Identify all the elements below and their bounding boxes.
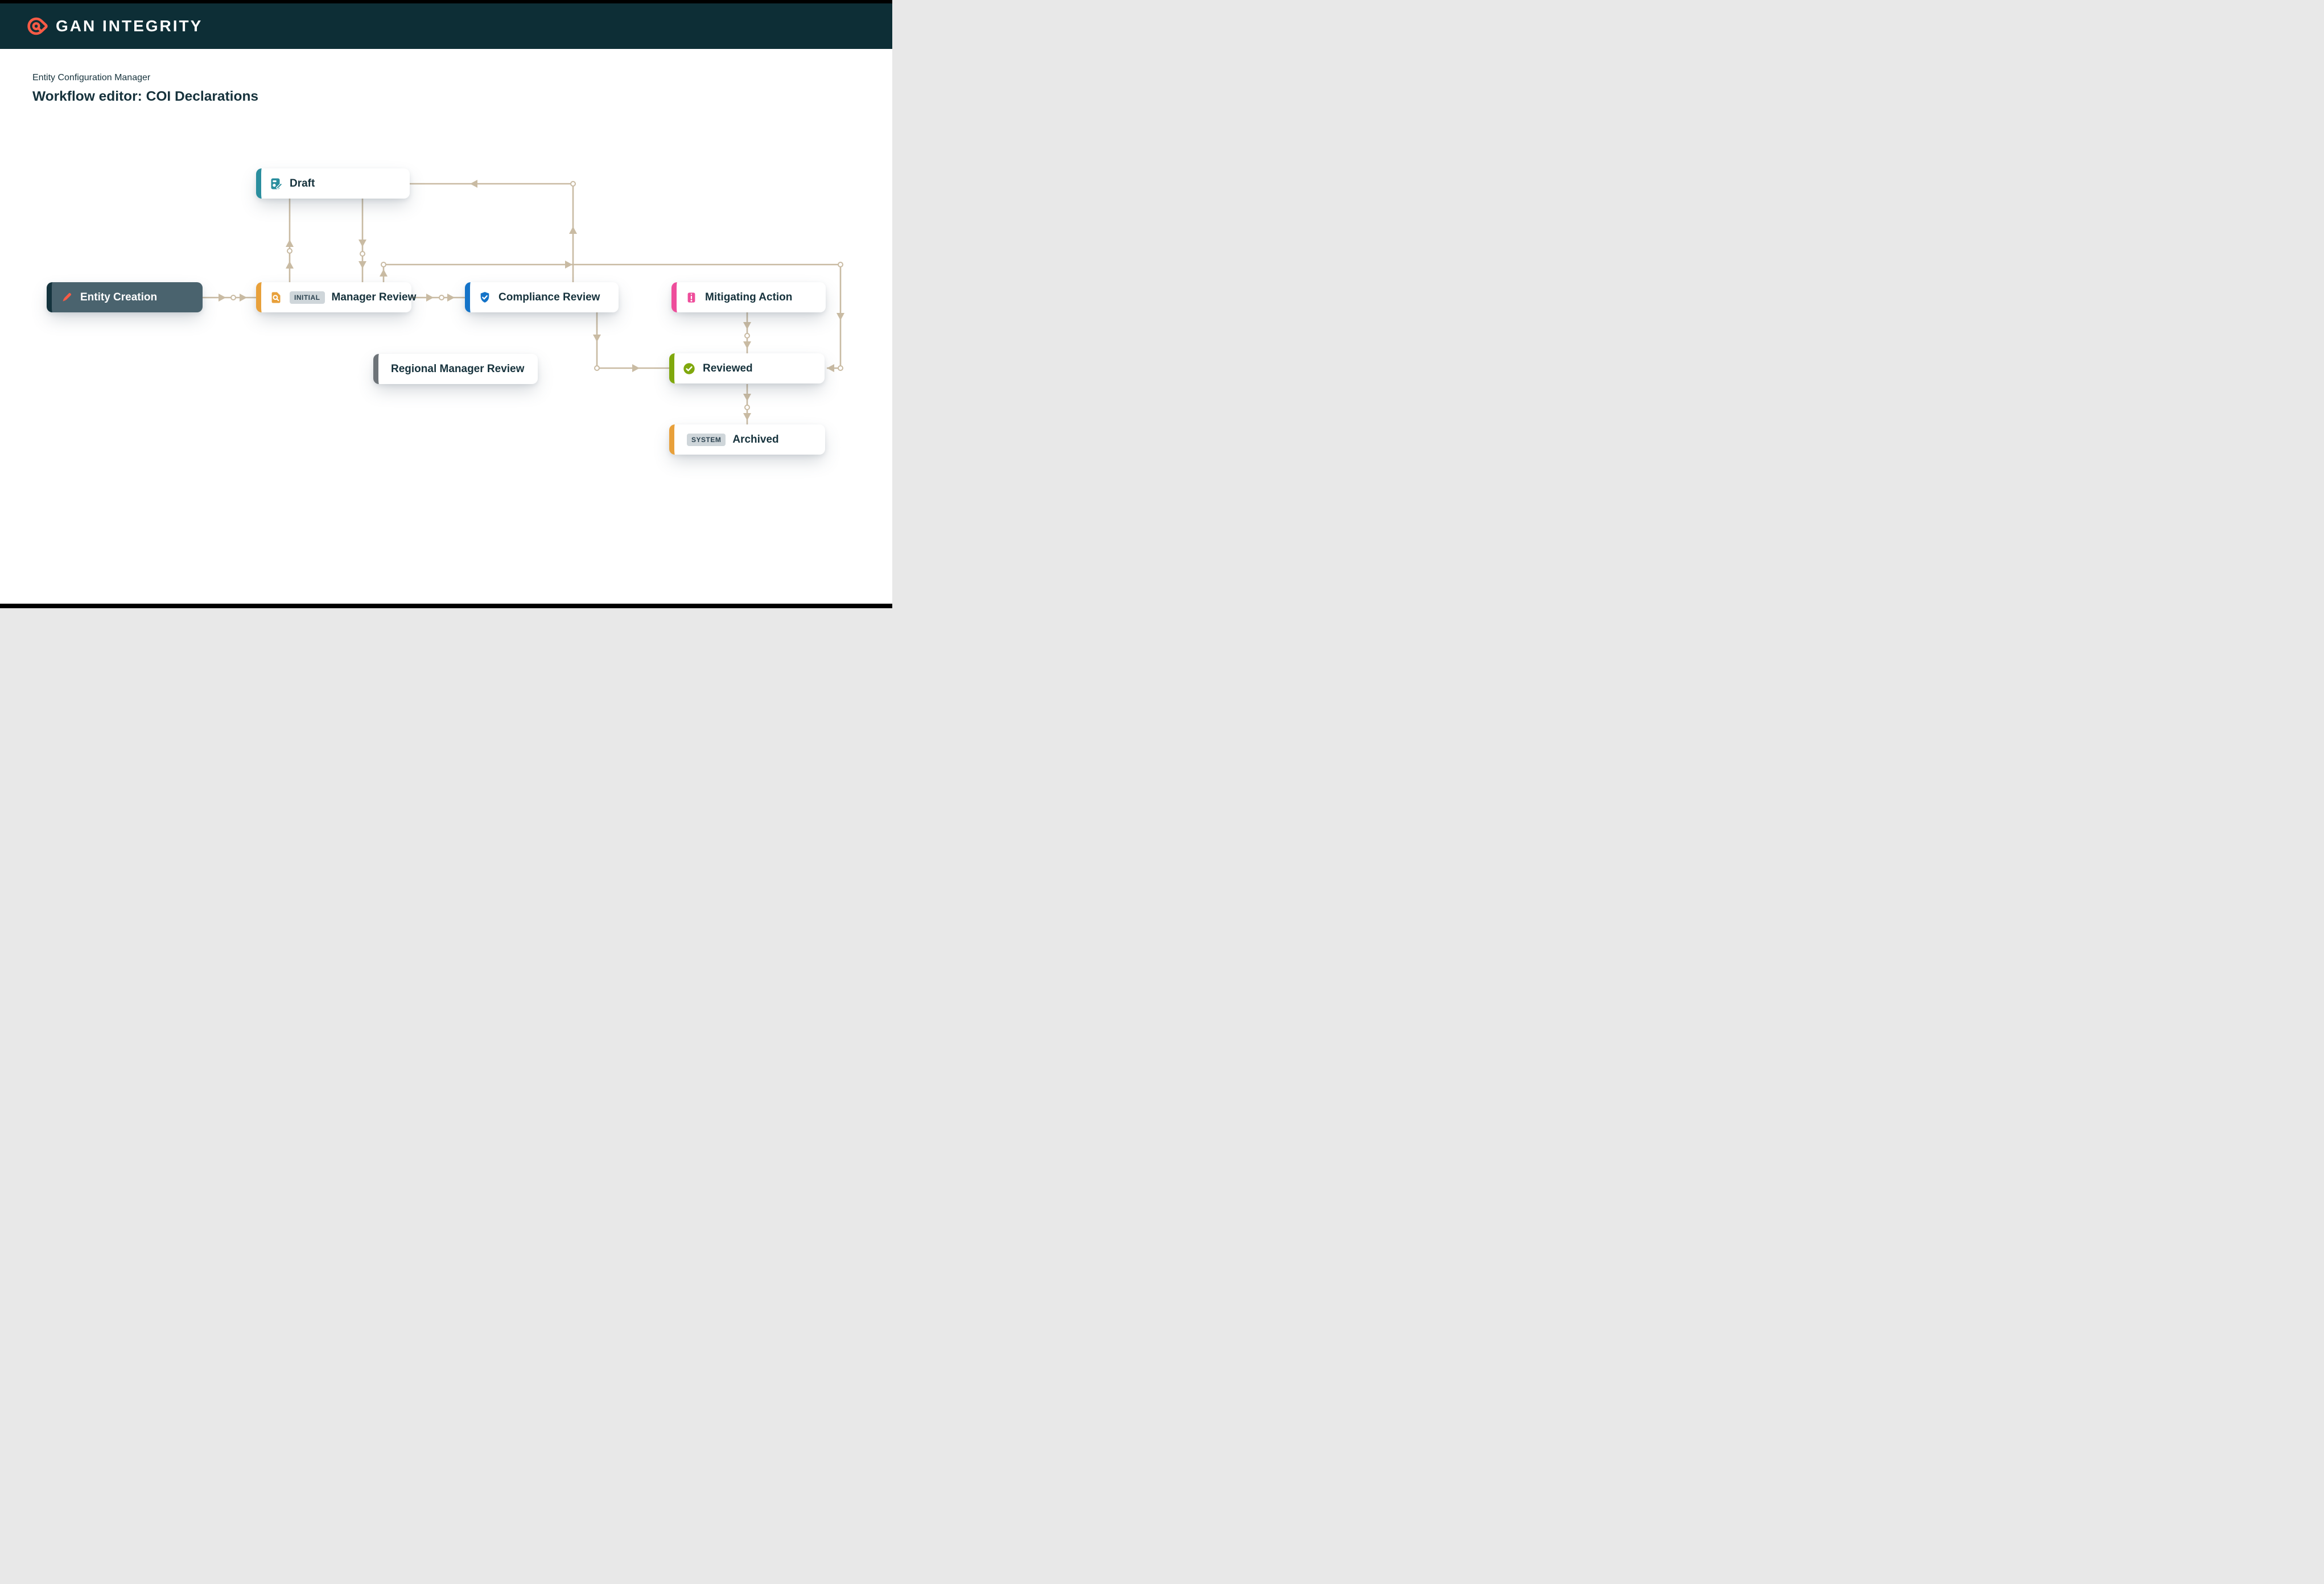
edge-mitigating-action-to-reviewed[interactable] [743, 312, 751, 353]
edge-waypoint-handle[interactable] [360, 251, 365, 257]
node-label: Entity Creation [80, 291, 158, 303]
edge-compliance-review-to-draft[interactable] [410, 180, 577, 282]
pencil-icon [60, 291, 73, 304]
edge-reviewed-to-archived[interactable] [743, 384, 751, 424]
node-label: Compliance Review [498, 291, 600, 303]
check-circle-icon [682, 362, 696, 376]
edge-draft-to-manager-review[interactable] [359, 199, 366, 282]
edge-entity-creation-to-manager-review[interactable] [203, 294, 256, 302]
workflow-editor-screen: GAN INTEGRITY Entity Configuration Manag… [0, 0, 892, 608]
shield-check-icon [478, 291, 492, 304]
edge-waypoint-handle[interactable] [744, 405, 750, 410]
edge-waypoint-handle[interactable] [838, 365, 843, 371]
file-pen-icon [269, 177, 283, 191]
bottom-black-strip [0, 604, 892, 608]
gan-integrity-logo-icon [27, 17, 48, 35]
app-header: GAN INTEGRITY [0, 3, 892, 49]
top-black-strip [0, 0, 892, 3]
node-draft[interactable]: Draft [256, 168, 410, 199]
node-label: Mitigating Action [705, 291, 793, 303]
node-archived[interactable]: SYSTEM Archived [669, 424, 825, 455]
edge-manager-review-to-reviewed[interactable] [380, 261, 844, 372]
breadcrumb: Entity Configuration Manager [32, 73, 151, 82]
edge-waypoint-handle[interactable] [381, 262, 386, 267]
node-label: Archived [732, 433, 779, 446]
edges-layer [203, 180, 844, 424]
brand-logo-text: GAN INTEGRITY [56, 17, 203, 35]
clipboard-alert-icon [685, 291, 698, 304]
edge-compliance-review-to-reviewed[interactable] [593, 312, 669, 372]
node-manager-review[interactable]: INITIAL Manager Review [256, 282, 416, 312]
node-mitigating-action[interactable]: Mitigating Action [671, 282, 826, 312]
node-label: Reviewed [703, 362, 753, 374]
node-reviewed[interactable]: Reviewed [669, 353, 825, 383]
edge-waypoint-handle[interactable] [570, 181, 576, 187]
edge-manager-review-to-draft[interactable] [286, 199, 294, 282]
edge-waypoint-handle[interactable] [594, 365, 600, 371]
edge-manager-review-to-compliance-review[interactable] [411, 294, 465, 302]
edge-waypoint-handle[interactable] [744, 333, 750, 339]
node-label: Draft [290, 177, 315, 189]
edge-waypoint-handle[interactable] [838, 262, 843, 267]
file-search-icon [269, 291, 283, 304]
node-entity-creation[interactable]: Entity Creation [47, 282, 203, 312]
edge-waypoint-handle[interactable] [287, 248, 292, 254]
page-heading: Entity Configuration Manager Workflow ed… [32, 73, 258, 105]
edge-waypoint-handle[interactable] [439, 295, 444, 300]
status-badge: SYSTEM [687, 433, 726, 446]
node-label: Regional Manager Review [391, 362, 525, 375]
status-badge: INITIAL [290, 291, 325, 304]
node-regional-manager-review[interactable]: Regional Manager Review [373, 354, 538, 384]
node-label: Manager Review [331, 291, 417, 303]
page-title: Workflow editor: COI Declarations [32, 89, 259, 104]
node-compliance-review[interactable]: Compliance Review [465, 282, 619, 312]
edge-waypoint-handle[interactable] [230, 295, 236, 300]
